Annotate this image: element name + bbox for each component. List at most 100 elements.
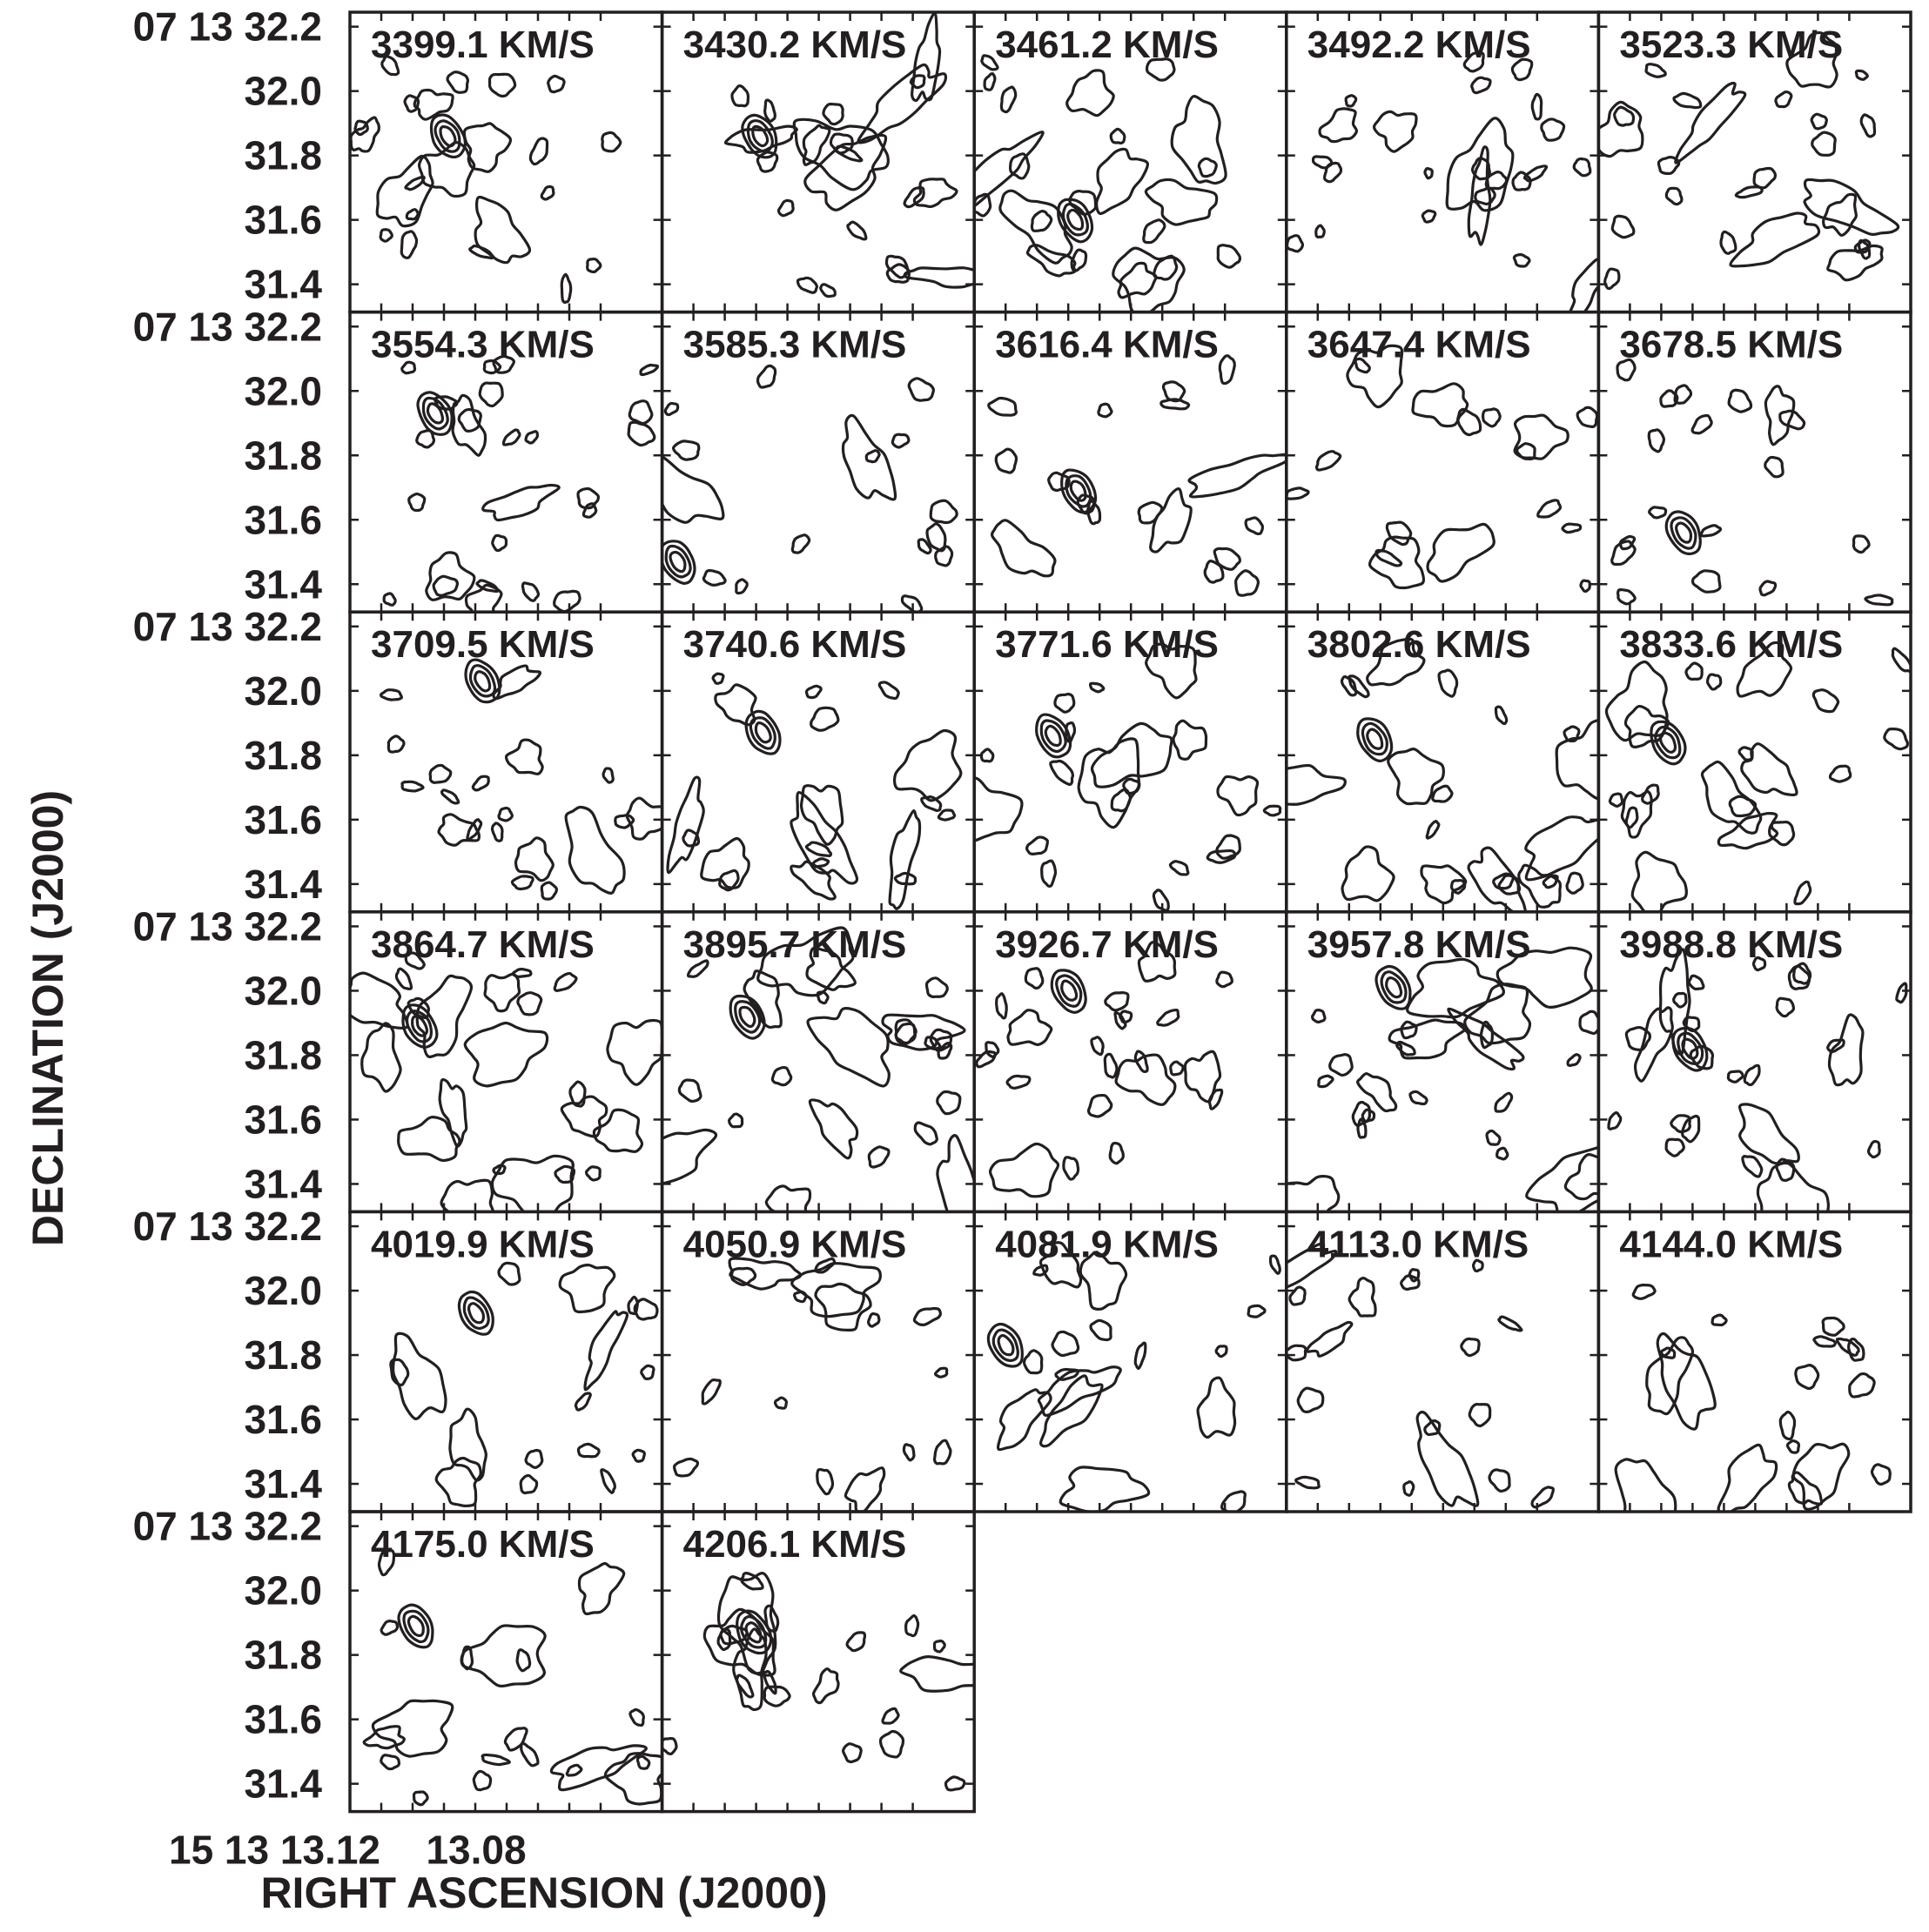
noise-contour [1317,1074,1334,1089]
noise-contour [1149,486,1193,553]
noise-contour [1079,1251,1128,1311]
noise-contour [983,72,997,91]
noise-contour [1576,406,1599,428]
noise-contour [475,579,500,594]
noise-contour [1218,354,1236,386]
noise-contour [999,85,1018,114]
noise-contour [1089,1318,1112,1342]
noise-contour [1172,719,1208,761]
noise-contour [492,664,542,701]
noise-contour [540,881,558,901]
contour-group [974,54,1241,312]
y-tick-label: 31.6 [244,1397,322,1442]
noise-contour [1542,874,1559,889]
noise-contour [1658,948,1691,1056]
y-tick-label: 31.8 [244,1633,322,1678]
noise-contour [1555,718,1599,801]
contour-group [1614,1283,1892,1513]
noise-contour [1215,970,1233,989]
channel-panel: 3988.8 KM/S [1596,910,1912,1214]
noise-contour [1536,499,1563,519]
noise-contour [822,103,844,126]
noise-contour [1656,1332,1717,1431]
contour-group [662,1571,975,1792]
noise-contour [1216,775,1260,817]
noise-contour [1456,407,1482,437]
noise-contour [375,154,434,228]
noise-contour [547,74,566,94]
noise-contour [1631,1283,1657,1300]
noise-contour [1608,792,1624,808]
noise-contour [1751,956,1767,972]
noise-contour [1207,1088,1224,1110]
noise-contour [1460,1337,1481,1358]
emission-peak-contour [411,1015,429,1037]
noise-contour [1787,964,1811,990]
velocity-label: 3554.3 KM/S [371,324,595,366]
noise-contour [1022,1349,1044,1375]
noise-contour [804,684,823,700]
noise-contour [1540,117,1566,142]
noise-contour [1727,388,1753,413]
noise-contour [1447,1007,1525,1071]
noise-contour [627,1295,640,1316]
noise-contour [407,492,427,513]
noise-contour [1579,579,1591,594]
noise-contour [903,186,925,209]
channel-panel: 3895.7 KM/S [660,910,976,1214]
noise-contour [1431,784,1454,803]
noise-contour [1854,69,1870,81]
noise-contour [790,1262,882,1318]
noise-contour [1775,1157,1796,1183]
noise-contour [893,871,917,886]
channel-panel: 4113.0 KM/S [1285,1210,1601,1513]
noise-contour [519,1473,539,1495]
noise-contour [600,1468,616,1494]
noise-contour [1497,874,1522,896]
channel-panel: 3616.4 KM/S [972,310,1288,614]
noise-contour [1647,428,1666,453]
noise-contour [1437,668,1459,698]
noise-contour [1522,164,1549,183]
noise-contour [1214,1345,1228,1358]
noise-contour [1051,1330,1080,1358]
noise-contour [677,1078,702,1104]
noise-contour [1468,1402,1492,1428]
noise-contour [501,428,521,446]
emission-peak-contour [1654,725,1682,760]
emission-peak-contour [1374,964,1412,1010]
noise-contour [1220,1490,1247,1513]
noise-contour [1497,1315,1523,1332]
noise-contour [460,1624,547,1688]
contour-group [666,672,963,910]
emission-peak-contour [1677,1031,1704,1065]
contour-group [362,1548,662,1807]
noise-contour [1681,1114,1701,1144]
noise-contour [1644,63,1667,78]
velocity-label: 3771.6 KM/S [995,623,1219,666]
noise-contour [1314,450,1342,472]
noise-contour [601,131,622,153]
noise-contour [1614,1458,1677,1513]
noise-contour [1670,1114,1691,1134]
noise-contour [1775,996,1796,1018]
noise-contour [631,1448,646,1463]
noise-contour [666,775,705,875]
noise-contour [716,1627,732,1652]
y-tick-label: 07 13 32.2 [133,604,322,649]
noise-contour [425,551,476,601]
emission-peak-contour [734,1000,762,1034]
noise-contour [1161,380,1186,403]
noise-contour [1467,145,1492,246]
noise-contour [1616,588,1637,606]
noise-contour [1311,155,1334,170]
noise-contour [833,144,864,163]
noise-contour [1598,100,1644,158]
y-tick-label: 31.8 [244,133,322,178]
noise-contour [415,974,474,1059]
noise-contour [1610,540,1637,567]
noise-contour [1827,1013,1865,1087]
noise-contour [682,828,701,848]
noise-contour [1103,1052,1119,1079]
